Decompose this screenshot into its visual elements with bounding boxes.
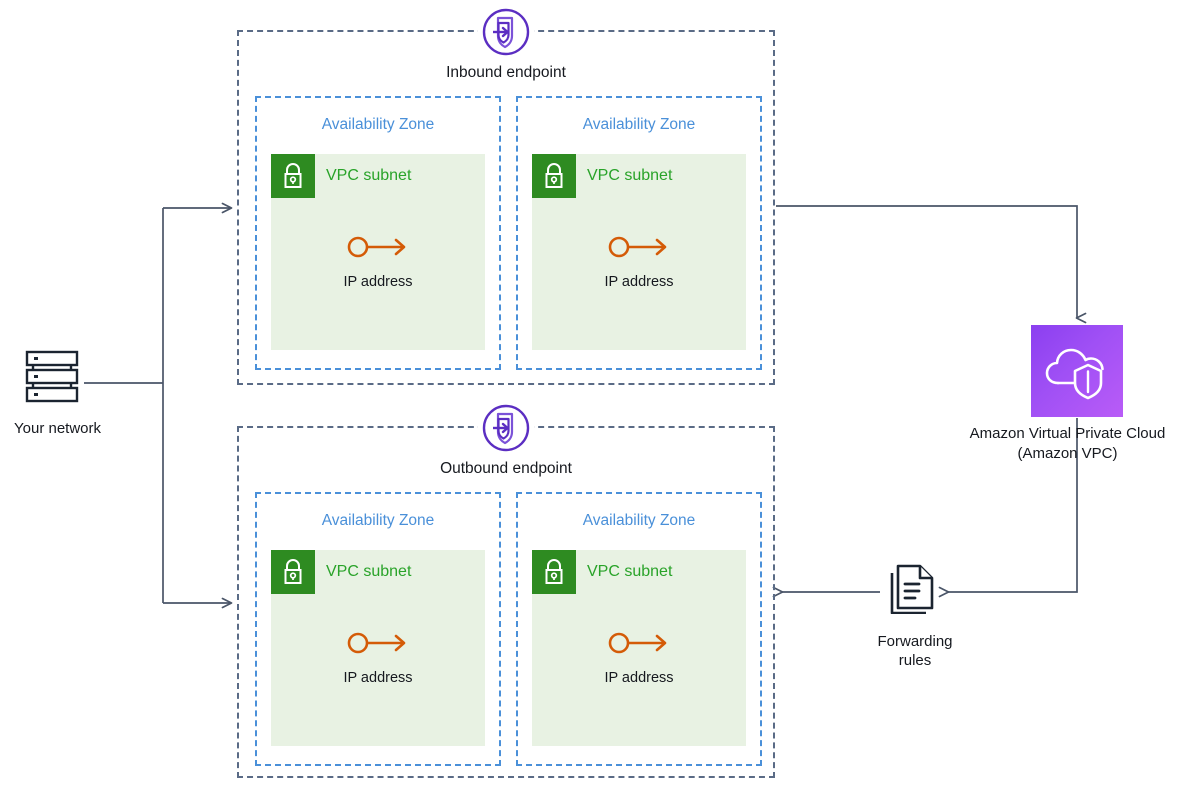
subnet-header: VPC subnet (532, 154, 672, 198)
inbound-availability-zone-2: Availability Zone VPC subnet (516, 96, 762, 370)
server-rack-icon (25, 350, 79, 403)
forwarding-rules-caption-line2: rules (898, 652, 932, 669)
ip-address-icon (271, 234, 485, 260)
outbound-vpc-subnet-2: VPC subnet IP address (532, 550, 746, 746)
forwarding-rules-node (886, 556, 942, 615)
subnet-header: VPC subnet (271, 154, 411, 198)
ip-address-icon (532, 234, 746, 260)
ip-address-icon (271, 630, 485, 656)
your-network-label: Your network (14, 420, 101, 437)
az-title: Availability Zone (321, 116, 435, 133)
forwarding-rules-caption-line1: Forwarding (877, 633, 953, 650)
outbound-availability-zone-1: Availability Zone VPC subnet (255, 492, 501, 766)
amazon-vpc-icon (1031, 325, 1123, 417)
subnet-label: VPC subnet (326, 167, 412, 184)
ip-address-label: IP address (604, 274, 674, 290)
resolver-endpoint-icon (482, 404, 530, 452)
outbound-availability-zone-2: Availability Zone VPC subnet (516, 492, 762, 766)
ip-address-label: IP address (604, 670, 674, 686)
vpc-subnet-lock-icon (532, 154, 576, 198)
ip-address-label: IP address (343, 274, 413, 290)
inbound-endpoint-title: Inbound endpoint (446, 64, 566, 81)
amazon-vpc-node (1031, 325, 1123, 417)
subnet-label: VPC subnet (587, 167, 673, 184)
inbound-vpc-subnet-1: VPC subnet IP address (271, 154, 485, 350)
inbound-endpoint-icon-wrap (478, 4, 534, 60)
ip-address-icon (532, 630, 746, 656)
az-title: Availability Zone (321, 512, 435, 529)
subnet-label: VPC subnet (326, 563, 412, 580)
your-network-node (25, 350, 85, 406)
az-title: Availability Zone (582, 116, 696, 133)
connector-inbound-to-vpc (776, 205, 1087, 324)
outbound-endpoint-title: Outbound endpoint (440, 460, 572, 477)
inbound-vpc-subnet-2: VPC subnet IP address (532, 154, 746, 350)
subnet-label: VPC subnet (587, 563, 673, 580)
resolver-endpoint-icon (482, 8, 530, 56)
outbound-vpc-subnet-1: VPC subnet IP address (271, 550, 485, 746)
document-rules-icon (890, 564, 934, 615)
amazon-vpc-caption: Amazon Virtual Private Cloud (Amazon VPC… (935, 424, 1200, 464)
vpc-subnet-lock-icon (532, 550, 576, 594)
inbound-availability-zone-1: Availability Zone VPC subnet (255, 96, 501, 370)
connector-vpc-to-rules (938, 418, 1078, 598)
az-title: Availability Zone (582, 512, 696, 529)
subnet-header: VPC subnet (271, 550, 411, 594)
outbound-endpoint-group: Outbound endpoint Availability Zone VPC … (237, 400, 775, 778)
ip-address-label: IP address (343, 670, 413, 686)
vpc-subnet-lock-icon (271, 154, 315, 198)
amazon-vpc-caption-line1: Amazon Virtual Private Cloud (969, 425, 1166, 442)
inbound-endpoint-group: Inbound endpoint Availability Zone VPC s… (237, 4, 775, 385)
outbound-endpoint-icon-wrap (478, 400, 534, 456)
forwarding-rules-caption: Forwarding rules (832, 632, 998, 670)
subnet-header: VPC subnet (532, 550, 672, 594)
vpc-subnet-lock-icon (271, 550, 315, 594)
amazon-vpc-caption-line2: (Amazon VPC) (1017, 445, 1118, 462)
